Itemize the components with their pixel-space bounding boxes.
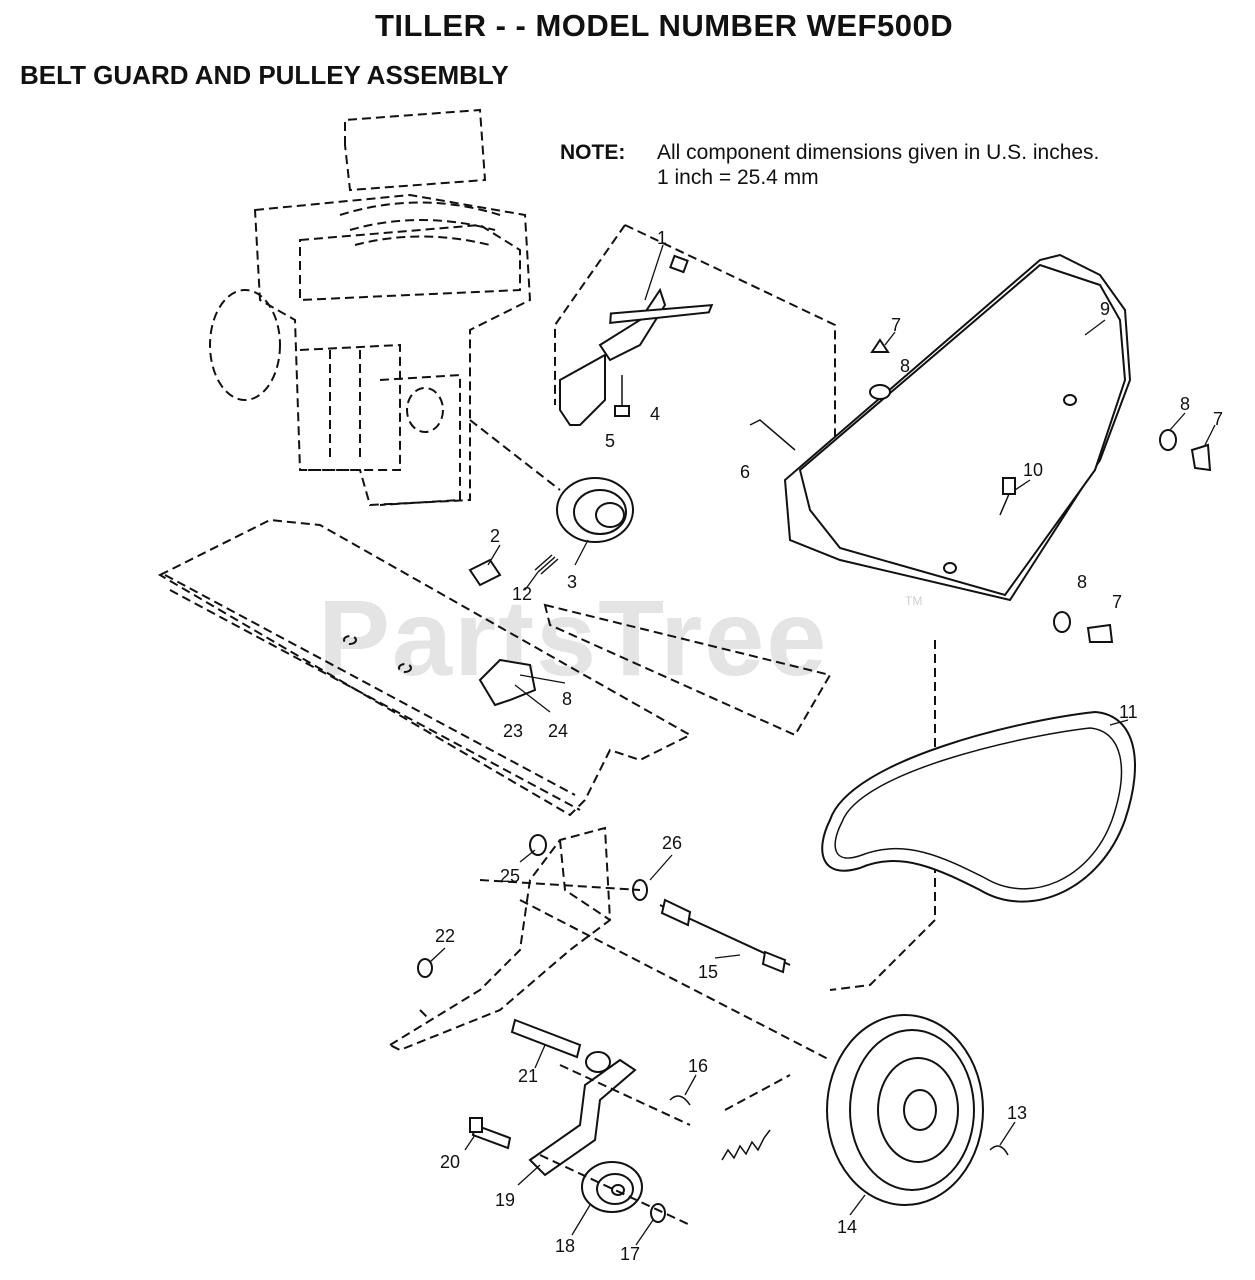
part-7-8-hardware: [869, 338, 1212, 643]
part-16-clip: [669, 1095, 691, 1106]
part-1-bracket: [559, 244, 667, 426]
callout-24: 24: [548, 721, 568, 741]
part-20-bolt: [469, 1117, 512, 1150]
part-3-drive-pulley: [469, 419, 634, 543]
callout-13: 13: [1007, 1103, 1027, 1123]
tine-shield-outline: [157, 518, 693, 817]
part-22-25-idler-bracket: [387, 826, 612, 1052]
idler-spring: [721, 1129, 771, 1161]
callout-23: 23: [503, 721, 523, 741]
callout-8-right: 8: [1180, 394, 1190, 414]
callout-12: 12: [512, 584, 532, 604]
callout-1: 1: [657, 228, 667, 248]
note-line-1: All component dimensions given in U.S. i…: [657, 141, 1100, 164]
callout-14: 14: [837, 1217, 857, 1237]
part-13-clip: [989, 1145, 1009, 1156]
callout-22: 22: [435, 926, 455, 946]
part-19-idler-arm: [528, 1058, 637, 1177]
part-11-v-belt: [821, 710, 1136, 903]
watermark-trademark: TM: [905, 594, 923, 608]
callout-10: 10: [1023, 460, 1043, 480]
callout-2: 2: [490, 526, 500, 546]
part-6-pin: [749, 419, 796, 451]
callout-leaders: [429, 319, 1216, 1246]
callout-19: 19: [495, 1190, 515, 1210]
callout-5: 5: [605, 431, 615, 451]
engine-outline: [209, 108, 532, 507]
callout-21: 21: [518, 1066, 538, 1086]
assembly-guide-lines: [419, 879, 831, 1226]
callout-8-top: 8: [900, 356, 910, 376]
part-4-bolt: [609, 254, 714, 324]
part-10-screw: [999, 477, 1016, 516]
callout-7-lower: 7: [1112, 592, 1122, 612]
callout-9: 9: [1100, 299, 1110, 319]
part-12-setscrew: [534, 554, 559, 575]
callout-15: 15: [698, 962, 718, 982]
part-14-tine-pulley: [826, 1014, 984, 1206]
callout-11: 11: [1119, 702, 1138, 722]
guard-frame-guide: [543, 224, 960, 991]
callout-20: 20: [440, 1152, 460, 1172]
callout-17: 17: [620, 1244, 640, 1264]
callout-18: 18: [555, 1236, 575, 1256]
callout-16: 16: [688, 1056, 708, 1076]
part-15-shaft: [632, 879, 791, 974]
callout-8-plate: 8: [562, 689, 572, 709]
part-21-shaft: [510, 1018, 611, 1073]
callout-6: 6: [740, 462, 750, 482]
callout-3: 3: [567, 572, 577, 592]
callout-numbers: 1 4 5 7 8 9 8 7 6 10 2 12 3 8 7 8 24 23 …: [435, 228, 1223, 1264]
note-label: NOTE:: [560, 141, 626, 164]
part-17-washer: [650, 1203, 666, 1223]
part-5-screw: [614, 375, 630, 417]
callout-8-lower: 8: [1077, 572, 1087, 592]
part-2-clip: [468, 558, 502, 587]
callout-25: 25: [500, 866, 520, 886]
part-18-idler-pulley: [581, 1161, 643, 1213]
part-9-belt-guard: [783, 253, 1132, 602]
page-title: TILLER - - MODEL NUMBER WEF500D: [375, 8, 954, 43]
callout-4: 4: [650, 404, 660, 424]
note-line-2: 1 inch = 25.4 mm: [657, 166, 819, 189]
assembly-subtitle: BELT GUARD AND PULLEY ASSEMBLY: [20, 60, 509, 90]
partstree-watermark: PartsTree: [318, 577, 829, 698]
part-24-plate: [478, 658, 537, 707]
callout-7-top: 7: [891, 315, 901, 335]
dimension-note: NOTE: All component dimensions given in U…: [560, 140, 1099, 190]
callout-26: 26: [662, 833, 682, 853]
callout-7-right: 7: [1213, 409, 1223, 429]
